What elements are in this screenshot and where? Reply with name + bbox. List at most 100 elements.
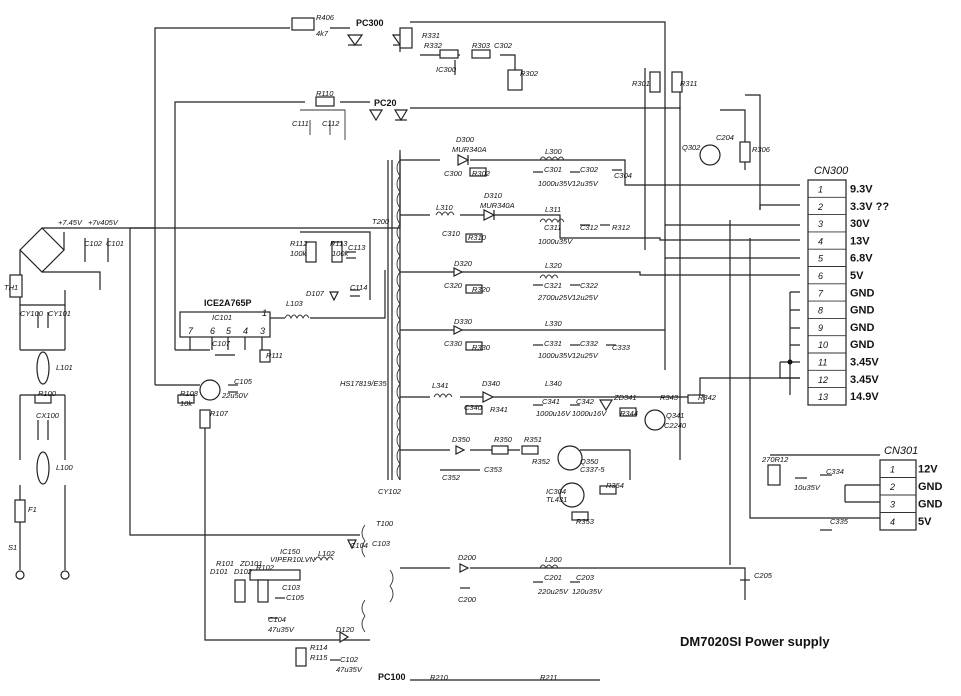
label-s1: S1: [8, 543, 17, 552]
label-d340: D340: [482, 379, 501, 388]
label-c334: C334: [826, 467, 844, 476]
label-c342: C342: [576, 397, 595, 406]
label-r331: R331: [422, 31, 440, 40]
label-c300: C300: [444, 169, 463, 178]
label-r312: R312: [612, 223, 631, 232]
cn300-pin-number: 11: [818, 357, 827, 367]
cn300-pin-number: 4: [818, 236, 823, 246]
label-c102b: C102: [340, 655, 359, 664]
label-c332: C332: [580, 339, 599, 348]
label-c301: C301: [544, 165, 562, 174]
label-c341-val: 1000u16V: [536, 409, 571, 418]
ic101-pin-3: 3: [260, 326, 265, 336]
label-c353: C353: [484, 465, 503, 474]
label-r110: R110: [316, 89, 334, 98]
label-c2240: C2240: [664, 421, 687, 430]
label-c321: C321: [544, 281, 562, 290]
transformer-aux-label: T100: [376, 519, 394, 528]
label-l311: L311: [545, 205, 561, 214]
label-ic300: IC300: [436, 65, 457, 74]
label-10u35v: 10u35V: [794, 483, 821, 492]
connector-wiring: [665, 204, 880, 565]
label-c321-val: 2700u25V: [537, 293, 573, 302]
pc100-label: PC100: [378, 672, 406, 682]
label-r115: R115: [310, 653, 328, 662]
pc20-label: PC20: [374, 98, 397, 108]
label-r211: R211: [540, 673, 557, 682]
label-r302b: R302: [472, 169, 491, 178]
label-r113: R113: [330, 239, 348, 248]
label-r350: R350: [494, 435, 513, 444]
ic101-pin-4: 4: [243, 326, 248, 336]
label-c342-val: 1000u16V: [572, 409, 607, 418]
cn300-pin-label: 5V: [850, 270, 864, 282]
cn301-pin-label: GND: [918, 481, 943, 493]
cn300-pin-label: 3.3V ??: [850, 201, 889, 213]
label-c111: C111: [292, 119, 309, 128]
label-c312: C312: [580, 223, 599, 232]
label-c302b-val: 12u35V: [572, 179, 599, 188]
label-r406: R406: [316, 13, 335, 22]
rail-note-a: +7.45V: [58, 218, 83, 227]
label-c101: C101: [106, 239, 124, 248]
cn300-pin-number: 7: [818, 288, 824, 298]
label-c352: C352: [442, 473, 461, 482]
label-mur340a-2: MUR340A: [480, 201, 515, 210]
label-c203a: C203: [576, 573, 595, 582]
label-d350: D350: [452, 435, 471, 444]
cn301-pin-number: 3: [890, 500, 895, 510]
cn301-pin-label: 12V: [918, 464, 938, 476]
cn300-pin-number: 5: [818, 254, 824, 264]
pc300-label: PC300: [356, 18, 384, 28]
label-r111: R111: [266, 351, 283, 360]
label-c104b-val: 47u35V: [268, 625, 295, 634]
label-c311: C311: [544, 223, 561, 232]
label-c322: C322: [580, 281, 599, 290]
transformer-main-label: HS17819/E35: [340, 379, 388, 388]
label-cx100: CX100: [36, 411, 60, 420]
label-r310: R310: [468, 233, 487, 242]
cn300-pin-label: 14.9V: [850, 391, 879, 403]
label-r344: R344: [620, 409, 638, 418]
label-c302b: C302: [580, 165, 599, 174]
label-r354: R354: [606, 481, 624, 490]
cn301-pin-label: 5V: [918, 516, 932, 528]
cn300-pin-number: 6: [818, 271, 823, 281]
label-d102: D102: [234, 567, 253, 576]
label-c205: C205: [754, 571, 773, 580]
cn300-pin-number: 1: [818, 184, 823, 194]
label-c333: C333: [612, 343, 631, 352]
label-c105b: C105: [286, 593, 305, 602]
label-q302: Q302: [682, 143, 701, 152]
cn300-pin-label: 30V: [850, 218, 870, 230]
label-r353: R353: [576, 517, 595, 526]
label-cy100: CY100: [20, 309, 44, 318]
label-c331-val: 1000u35V: [538, 351, 573, 360]
label-c102b-val: 47u35V: [336, 665, 363, 674]
label-270r12: 270R12: [761, 455, 789, 464]
label-r343: R343: [660, 393, 679, 402]
cn300-pin-number: 2: [817, 202, 823, 212]
label-ic304: IC304: [546, 487, 566, 496]
label-d320: D320: [454, 259, 473, 268]
label-c320: C320: [444, 281, 463, 290]
label-d120: D120: [336, 625, 355, 634]
label-c201-val: 220u25V: [537, 587, 569, 596]
label-c103b: C103: [282, 583, 301, 592]
label-r330: R330: [472, 343, 491, 352]
label-l200: L200: [545, 555, 563, 564]
label-c311-val: 1000u35V: [538, 237, 573, 246]
pc20-optocoupler: [315, 96, 751, 166]
cn300-title: CN300: [814, 165, 849, 177]
label-c113: C113: [348, 243, 366, 252]
ic101-pin-6: 6: [210, 326, 215, 336]
label-r114: R114: [310, 643, 327, 652]
cn300-pin-label: 13V: [850, 235, 870, 247]
cn300-pin-number: 10: [818, 340, 828, 350]
component-labels: R406 4k7 R331 R332 R303 C302 IC300 R302 …: [4, 13, 849, 682]
cn300-pin-label: GND: [850, 322, 875, 334]
cn301-title: CN301: [884, 445, 918, 457]
label-cy102: CY102: [378, 487, 402, 496]
